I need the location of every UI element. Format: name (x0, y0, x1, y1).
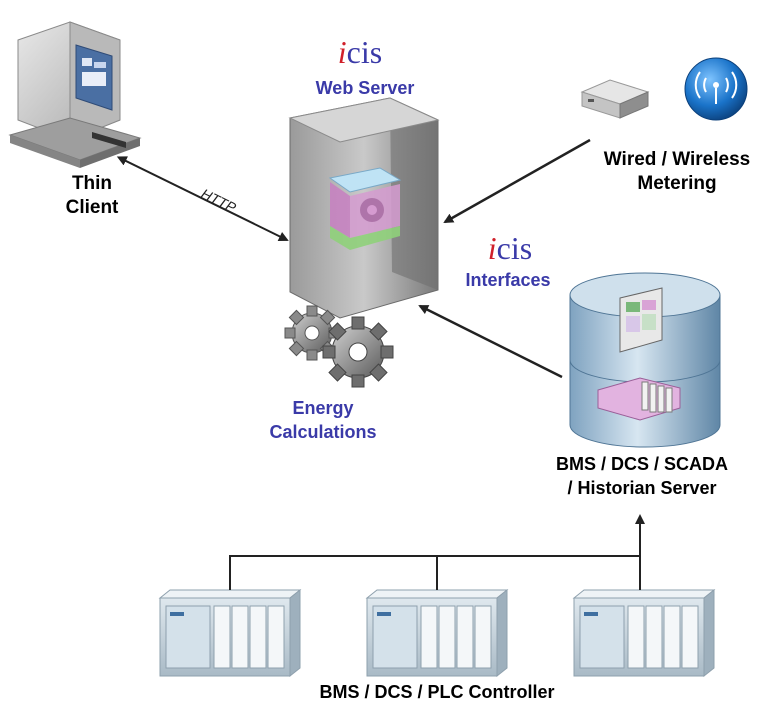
historian-server-line2: / Historian Server (567, 478, 717, 498)
icis-logo-rest: cis (496, 230, 533, 266)
icis-logo-i: i (337, 34, 347, 70)
http-link-arrow (116, 156, 289, 241)
historian-server-line1: BMS / DCS / SCADA (555, 454, 728, 474)
thin-client-label: Thin Client (40, 172, 144, 220)
server-tower-icon (288, 97, 440, 319)
plc-rack-icon (158, 588, 302, 678)
thin-client-label-line1: Thin (71, 173, 113, 194)
historian-to-server-arrow (418, 304, 563, 379)
http-label: HTTP (199, 185, 239, 216)
energy-calculations-line1: Energy (292, 398, 354, 418)
controller-bus-line (229, 555, 640, 590)
metering-to-server-arrow (443, 138, 591, 224)
icis-logo-web-server: icis (320, 36, 400, 68)
plc-rack-icon (365, 588, 509, 678)
database-cylinder-icon (569, 272, 721, 448)
interfaces-label: Interfaces (465, 270, 551, 290)
icis-logo-rest: cis (346, 34, 383, 70)
connectors (116, 138, 645, 590)
energy-calculations-line2: Calculations (269, 422, 377, 442)
metering-label-line2: Metering (637, 173, 717, 194)
plc-rack-icon (572, 588, 716, 678)
wireless-antenna-icon (684, 57, 748, 121)
meter-box-icon (580, 79, 650, 119)
icis-logo-interfaces: icis (470, 232, 550, 264)
gears-icon (284, 305, 394, 388)
energy-calculations-label: Energy Calculations (248, 396, 398, 444)
metering-label: Wired / Wireless Metering (580, 148, 774, 196)
thin-client-label-line2: Client (65, 197, 119, 218)
computer-monitor-icon (8, 21, 142, 168)
historian-server-label: BMS / DCS / SCADA / Historian Server (510, 452, 774, 500)
web-server-label: Web Server (315, 78, 415, 98)
icis-logo-i: i (487, 230, 497, 266)
controllers-label: BMS / DCS / PLC Controller (319, 682, 555, 702)
metering-label-line1: Wired / Wireless (603, 149, 751, 170)
